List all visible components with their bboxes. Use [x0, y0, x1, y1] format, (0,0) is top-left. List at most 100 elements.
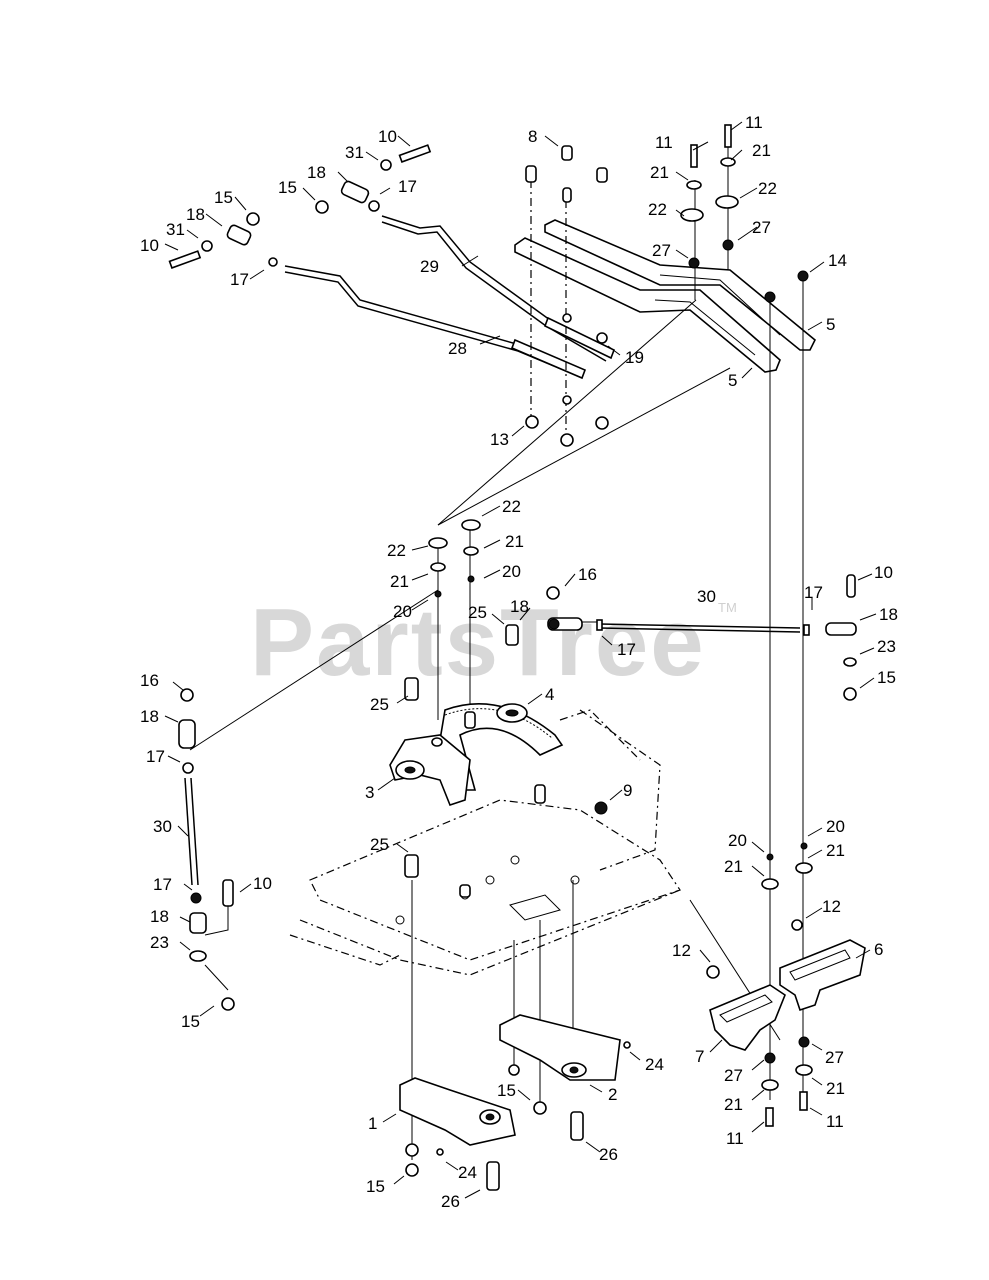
- nut-19: [596, 332, 608, 344]
- label-30: 30: [697, 587, 716, 606]
- label-5: 5: [826, 315, 835, 334]
- bolt-11-b: [724, 124, 732, 148]
- label-23: 23: [877, 637, 896, 656]
- nut-12-b: [706, 965, 720, 979]
- nut-15-left-bottom: [221, 997, 235, 1011]
- label-31: 31: [166, 220, 185, 239]
- label-22: 22: [387, 541, 406, 560]
- nut-16-right: [546, 586, 560, 600]
- label-12: 12: [822, 897, 841, 916]
- label-27: 27: [825, 1048, 844, 1067]
- screw-24-a: [623, 1041, 631, 1049]
- bolt-25-c: [404, 854, 419, 878]
- label-28: 28: [448, 339, 467, 358]
- washer-mid: [562, 313, 572, 323]
- clip-17-left-bottom: [190, 892, 202, 904]
- nut-27-d: [798, 1036, 810, 1048]
- label-11: 11: [826, 1112, 844, 1131]
- watermark: PartsTree TM: [250, 589, 737, 696]
- slotted-brackets: [709, 939, 866, 1051]
- clip-20-d: [800, 842, 808, 850]
- label-20: 20: [393, 602, 412, 621]
- label-22: 22: [502, 497, 521, 516]
- rod-30-vertical: [178, 688, 235, 1011]
- label-27: 27: [724, 1066, 743, 1085]
- label-20: 20: [728, 831, 747, 850]
- label-27: 27: [752, 218, 771, 237]
- label-25: 25: [370, 695, 389, 714]
- spindle-washers: [428, 519, 481, 598]
- washer-23-right: [843, 657, 857, 667]
- bolt-top-c: [596, 167, 608, 183]
- washer-21-g: [761, 1079, 779, 1091]
- label-22: 22: [758, 179, 777, 198]
- rod-end-18-left-bottom: [189, 912, 207, 934]
- label-17: 17: [146, 747, 165, 766]
- bolt-10-right: [846, 574, 856, 598]
- rod-28-plate: [510, 338, 587, 380]
- label-21: 21: [826, 841, 845, 860]
- clip-20-a: [434, 590, 442, 598]
- label-21: 21: [752, 141, 771, 160]
- washer-21-f: [795, 862, 813, 874]
- label-14: 14: [828, 251, 847, 270]
- label-leaders: [164, 121, 877, 1199]
- label-25: 25: [370, 835, 389, 854]
- nut-upper-right: [764, 291, 776, 303]
- label-19: 19: [625, 348, 644, 367]
- nut-27-c: [764, 1052, 776, 1064]
- nut-lower-c: [595, 416, 609, 430]
- jam-nut-31-left: [201, 240, 213, 252]
- label-9: 9: [623, 781, 632, 800]
- nut-15-plate2: [533, 1101, 547, 1115]
- label-21: 21: [650, 163, 669, 182]
- washer-22-b: [715, 195, 739, 209]
- label-21: 21: [390, 572, 409, 591]
- label-15: 15: [366, 1177, 385, 1196]
- plate-1: [399, 1077, 516, 1146]
- bolt-top-a: [525, 165, 537, 183]
- label-18: 18: [307, 163, 326, 182]
- nut-27-b: [722, 239, 734, 251]
- nut-16-left: [180, 688, 194, 702]
- control-rods-upper: [168, 144, 616, 380]
- nut-15-plate1-a: [405, 1143, 419, 1157]
- label-18: 18: [140, 707, 159, 726]
- label-15: 15: [181, 1012, 200, 1031]
- rod-end-18-upper-mid: [340, 180, 370, 204]
- clip-20-c: [766, 853, 774, 861]
- bolt-11-c: [765, 1107, 774, 1127]
- label-3: 3: [365, 783, 374, 802]
- label-29: 29: [420, 257, 439, 276]
- label-10: 10: [140, 236, 159, 255]
- stud-26-b: [486, 1161, 500, 1191]
- watermark-text: PartsTree: [250, 589, 706, 696]
- label-20: 20: [502, 562, 521, 581]
- screw-24-b: [436, 1148, 444, 1156]
- washer-17-left-top: [182, 762, 194, 774]
- nut-15-right: [843, 687, 857, 701]
- plate-2: [499, 1014, 621, 1081]
- bolt-11-a: [690, 144, 698, 168]
- label-26: 26: [599, 1145, 618, 1164]
- clip-17-mid: [596, 619, 603, 631]
- washer-17-upper-mid: [368, 200, 380, 212]
- bolt-10-upper-mid: [398, 144, 432, 163]
- rod-end-18-left-top: [178, 719, 196, 749]
- label-10: 10: [874, 563, 893, 582]
- label-15: 15: [214, 188, 233, 207]
- bolt-10-upper-left: [168, 250, 202, 269]
- label-13: 13: [490, 430, 509, 449]
- lower-plates: [399, 1014, 631, 1191]
- label-25: 25: [468, 603, 487, 622]
- label-23: 23: [150, 933, 169, 952]
- bolt-8: [561, 145, 573, 161]
- bolt-mid: [534, 784, 546, 804]
- label-10: 10: [253, 874, 272, 893]
- rod-29-plate: [543, 316, 616, 360]
- washer-21-h: [795, 1064, 813, 1076]
- bracket-7: [709, 984, 786, 1051]
- bolt-10-left: [222, 879, 234, 907]
- label-24: 24: [458, 1163, 477, 1182]
- watermark-tm: TM: [718, 600, 737, 615]
